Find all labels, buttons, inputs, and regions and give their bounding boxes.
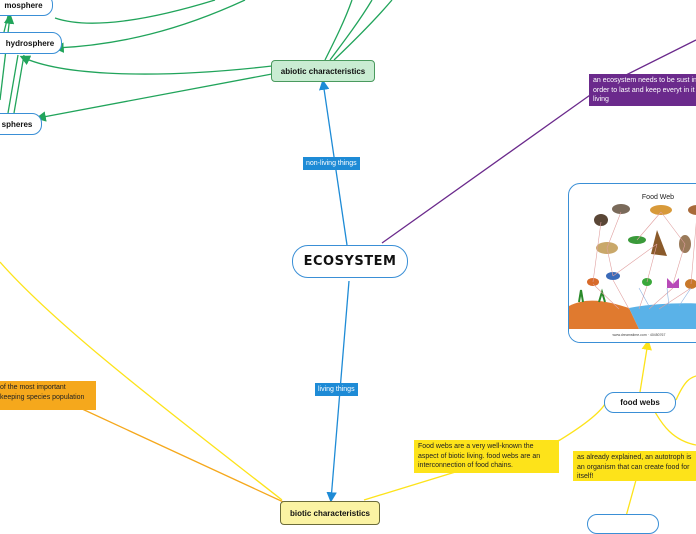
link-abiotic-to-hydrosphere — [19, 55, 273, 75]
link-top-left-1 — [53, 0, 246, 53]
link-top-left-2 — [54, 0, 216, 24]
link-autotroph-down — [624, 479, 637, 520]
node-food-webs-label: food webs — [620, 398, 660, 407]
node-spheres-label: spheres — [1, 119, 33, 129]
wolf-icon — [612, 204, 630, 214]
link-spheres-to-hydro-2 — [13, 54, 25, 114]
node-spheres[interactable]: spheres — [0, 113, 42, 135]
link-foodweb-note-to-node — [554, 403, 606, 444]
connection-lines — [0, 0, 696, 520]
edge-label-living: living things — [315, 383, 358, 396]
node-biotic-characteristics[interactable]: biotic characteristics — [280, 501, 380, 525]
note-food-webs-description[interactable]: Food webs are a very well-known the aspe… — [414, 440, 559, 473]
food-web-footer: www.dreamstime.com · 40450767 — [613, 333, 666, 337]
deer-icon — [688, 205, 696, 215]
food-web-title: Food Web — [642, 194, 674, 201]
food-web-illustration: Food Web www.dreamstime.com · 40450767 — [569, 194, 696, 342]
node-hydrosphere[interactable]: hydrosphere — [0, 32, 62, 54]
node-hydrosphere-label: hydrosphere — [5, 38, 55, 48]
link-abiotic-to-spheres — [35, 73, 273, 122]
link-biotic-to-important — [79, 407, 293, 507]
link-autotroph-up — [654, 411, 696, 446]
link-abiotic-up-2 — [329, 0, 373, 61]
squirrel-icon — [685, 279, 696, 289]
note-sustain[interactable]: an ecosystem needs to be sust in order t… — [589, 74, 696, 106]
plant-icon — [578, 288, 606, 303]
node-central-label: ECOSYSTEM — [303, 254, 397, 269]
node-atmosphere-label: mosphere — [4, 0, 43, 10]
hawk-icon — [651, 230, 667, 256]
bear-icon — [594, 214, 608, 226]
lion-icon — [650, 205, 672, 215]
node-partial-bottom-right[interactable] — [587, 514, 659, 534]
node-atmosphere[interactable]: mosphere — [0, 0, 53, 16]
note-autotroph[interactable]: as already explained, an autotroph is an… — [573, 451, 696, 481]
node-abiotic-label: abiotic characteristics — [280, 66, 366, 76]
link-foodwebs-right — [675, 375, 696, 401]
node-abiotic-characteristics[interactable]: abiotic characteristics — [271, 60, 375, 82]
link-hydro-to-atmo — [3, 15, 9, 33]
link-abiotic-up-1 — [324, 0, 353, 61]
link-spheres-to-hydro-1 — [7, 54, 19, 114]
edge-label-non-living: non-living things — [303, 157, 360, 170]
node-biotic-label: biotic characteristics — [289, 508, 371, 518]
link-abiotic-up-3 — [333, 0, 393, 61]
note-important[interactable]: of the most important keeping species po… — [0, 381, 96, 410]
node-food-webs[interactable]: food webs — [604, 392, 676, 413]
link-biotic-to-left — [0, 261, 283, 501]
food-web-image[interactable]: Food Web www.dreamstime.com · 40450767 — [568, 183, 696, 343]
butterfly-icon — [667, 278, 679, 288]
link-spheres-to-atmo-1 — [0, 13, 15, 101]
link-foodwebs-to-image — [639, 339, 652, 393]
node-central-ecosystem[interactable]: ECOSYSTEM — [292, 245, 408, 278]
